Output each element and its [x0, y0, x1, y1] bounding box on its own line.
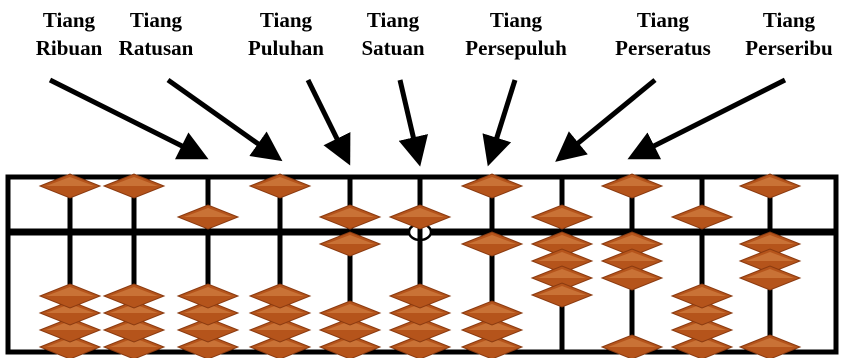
abacus-bead: [318, 204, 382, 230]
abacus-bead: [600, 231, 664, 257]
label-tiang-perseratus: Tiang Perseratus: [615, 8, 711, 60]
abacus-bead: [460, 173, 524, 199]
label-tiang-persepuluh: Tiang Persepuluh: [465, 8, 567, 60]
abacus-bead: [600, 173, 664, 199]
abacus-bead: [738, 248, 802, 274]
label-tiang-ribuan: Tiang Ribuan: [35, 8, 103, 60]
arrow-perseribu: [627, 77, 787, 160]
arrow-persepuluh: [482, 79, 518, 167]
abacus-bead: [318, 231, 382, 257]
arrow-ratusan: [166, 77, 283, 162]
abacus-bead: [38, 173, 102, 199]
abacus-bead: [738, 231, 802, 257]
arrow-satuan: [397, 79, 428, 167]
abacus-bead: [248, 317, 312, 343]
abacus-bead: [530, 248, 594, 274]
label-tiang-satuan: Tiang Satuan: [361, 8, 425, 60]
abacus-bead: [388, 283, 452, 309]
abacus-bead: [530, 231, 594, 257]
abacus-bead: [670, 204, 734, 230]
abacus-bead: [38, 283, 102, 309]
abacus-bead: [600, 334, 664, 358]
abacus-bead: [318, 300, 382, 326]
abacus-bead: [460, 300, 524, 326]
abacus-bead: [738, 334, 802, 358]
abacus-bead: [102, 173, 166, 199]
abacus-beads: [38, 173, 802, 358]
abacus-bead: [176, 204, 240, 230]
label-tiang-puluhan: Tiang Puluhan: [248, 8, 324, 60]
abacus-bead: [530, 282, 594, 308]
arrow-puluhan: [305, 78, 351, 166]
abacus-bead: [460, 231, 524, 257]
rod-labels: Tiang Ribuan Tiang Ratusan Tiang Puluhan…: [0, 0, 846, 80]
abacus-bead: [738, 173, 802, 199]
abacus-bead: [248, 283, 312, 309]
arrow-perseratus: [555, 78, 657, 162]
abacus-bead: [600, 265, 664, 291]
abacus-bead: [670, 283, 734, 309]
abacus-bead: [530, 204, 594, 230]
abacus-bead: [530, 265, 594, 291]
abacus-bead: [388, 204, 452, 230]
abacus-bead: [248, 173, 312, 199]
abacus-bead: [102, 283, 166, 309]
pointer-arrows: [48, 77, 787, 167]
abacus-bead: [738, 265, 802, 291]
abacus-bead: [600, 248, 664, 274]
abacus-bead: [176, 283, 240, 309]
label-tiang-ratusan: Tiang Ratusan: [118, 8, 194, 60]
arrow-ribuan: [48, 77, 209, 160]
label-tiang-perseribu: Tiang Perseribu: [745, 8, 833, 60]
